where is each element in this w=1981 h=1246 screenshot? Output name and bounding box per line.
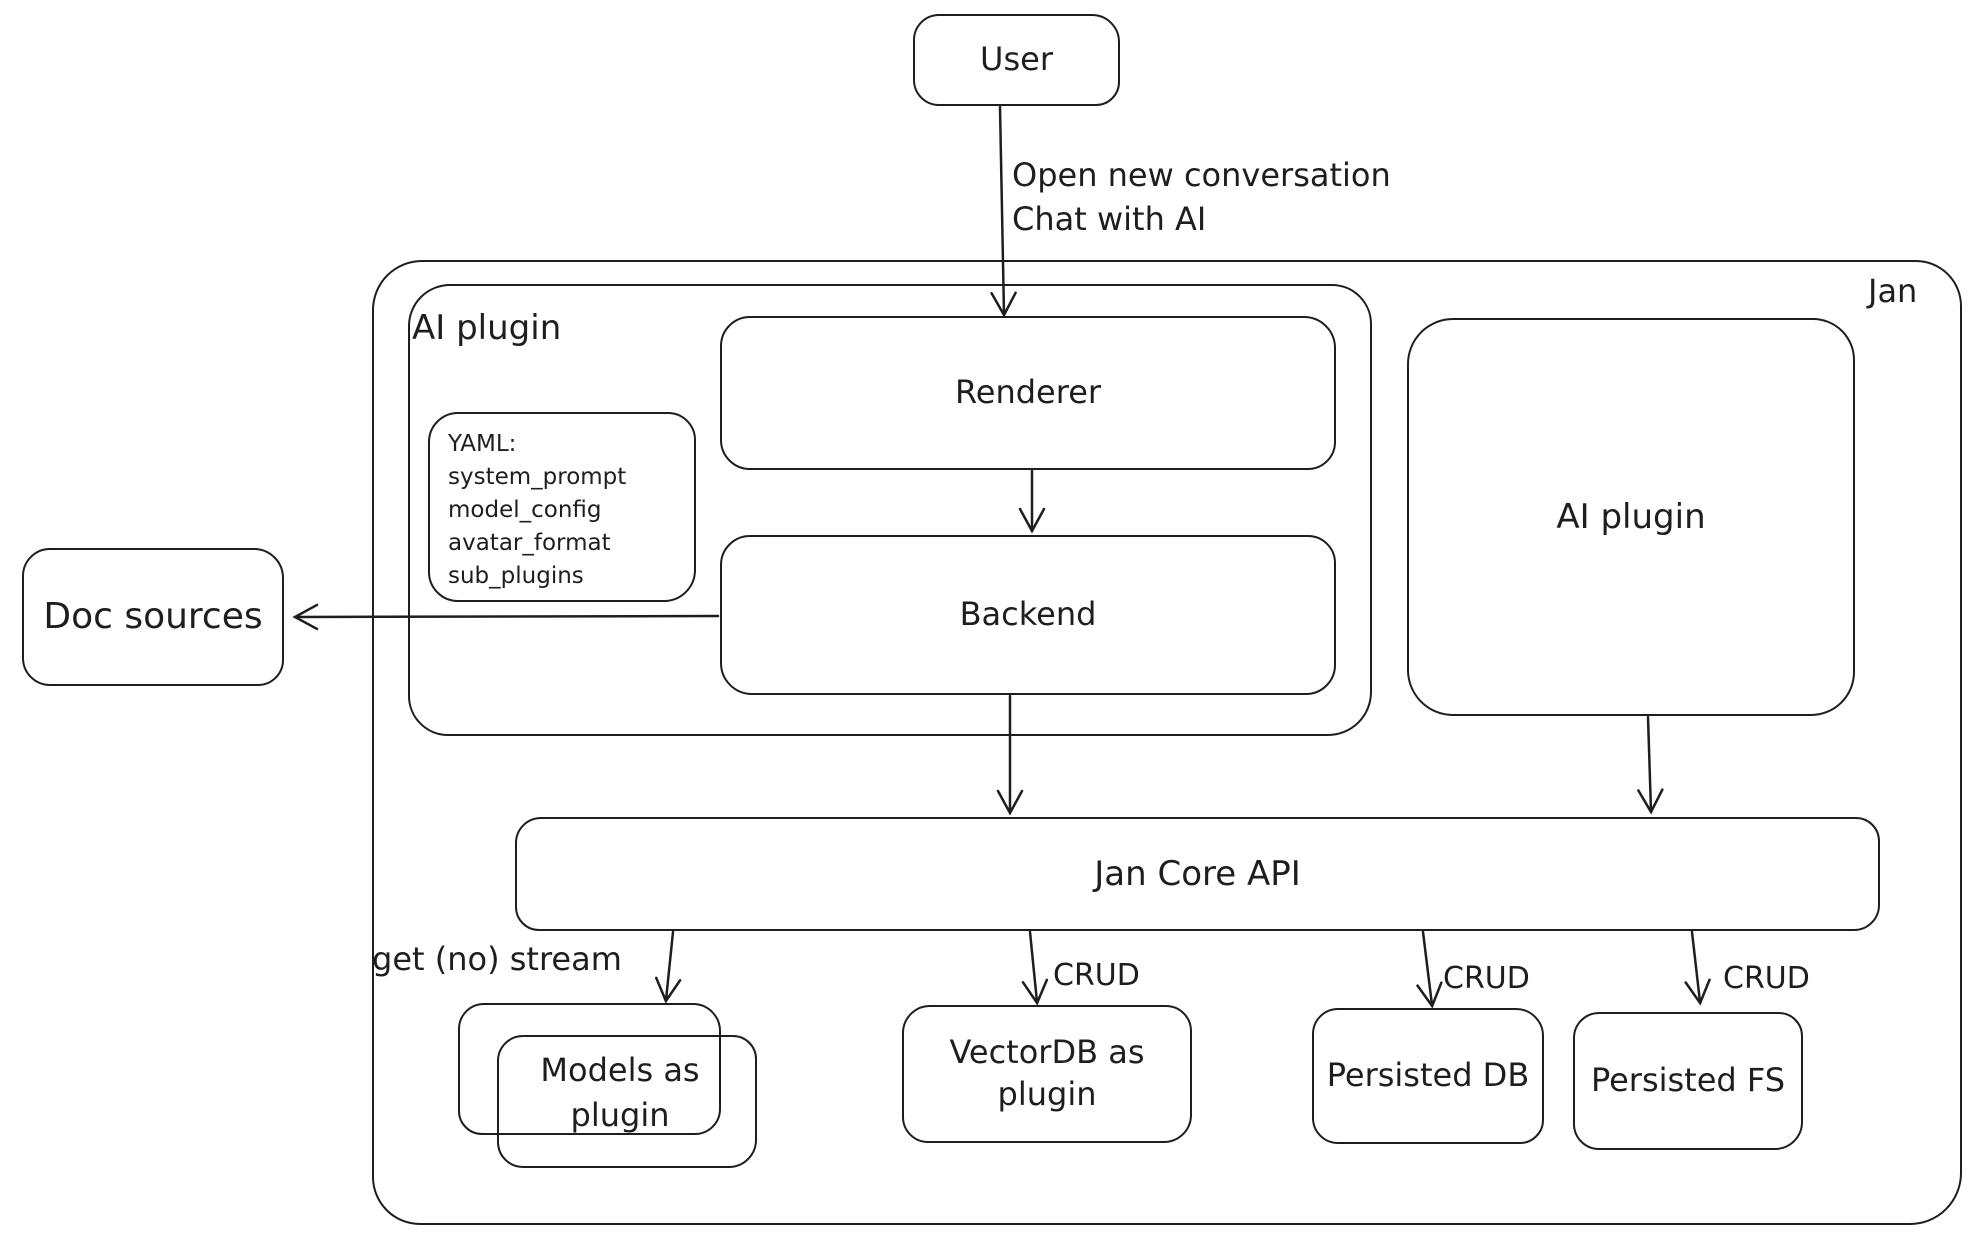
renderer-node: Renderer — [720, 316, 1336, 470]
persisted-db-node: Persisted DB — [1312, 1008, 1544, 1144]
models-as-plugin-node-back — [458, 1003, 721, 1135]
user-node-label: User — [980, 40, 1053, 79]
doc-sources-node-label: Doc sources — [43, 595, 263, 637]
edge-label-get-no-stream: get (no) stream — [372, 940, 622, 978]
jan-core-api-node: Jan Core API — [515, 817, 1880, 931]
user-node: User — [913, 14, 1120, 106]
yaml-config-note: YAML: system_prompt model_config avatar_… — [428, 412, 696, 602]
persisted-fs-node: Persisted FS — [1573, 1012, 1803, 1150]
jan-container-label: Jan — [1868, 272, 1918, 310]
ai-plugin-right-node: AI plugin — [1407, 318, 1855, 716]
yaml-note-line: avatar_format — [448, 530, 611, 556]
persisted-db-node-label: Persisted DB — [1326, 1056, 1530, 1095]
edge-label-crud-vectordb: CRUD — [1053, 958, 1140, 993]
yaml-note-line: YAML: — [448, 431, 517, 457]
yaml-note-line: model_config — [448, 497, 602, 523]
edge-label-crud-persisted-fs: CRUD — [1723, 961, 1810, 996]
yaml-note-line: sub_plugins — [448, 563, 584, 589]
edge-label-chat-with-ai: Chat with AI — [1012, 200, 1207, 238]
edge-label-crud-persisted-db: CRUD — [1443, 961, 1530, 996]
vectordb-as-plugin-node: VectorDB as plugin — [902, 1005, 1192, 1143]
yaml-note-line: system_prompt — [448, 464, 627, 490]
doc-sources-node: Doc sources — [22, 548, 284, 686]
ai-plugin-right-node-label: AI plugin — [1556, 496, 1706, 537]
models-as-plugin-node — [497, 1035, 757, 1168]
backend-node: Backend — [720, 535, 1336, 695]
models-as-plugin-node-label: Models as plugin — [540, 1051, 700, 1134]
vectordb-as-plugin-node-label: VectorDB as plugin — [949, 1033, 1145, 1113]
backend-node-label: Backend — [959, 595, 1097, 634]
persisted-fs-node-label: Persisted FS — [1590, 1061, 1786, 1100]
ai-plugin-container-label: AI plugin — [412, 308, 562, 348]
renderer-node-label: Renderer — [954, 373, 1102, 412]
edge-label-open-conversation: Open new conversation — [1012, 156, 1391, 194]
ai-plugin-container — [408, 284, 1372, 736]
jan-core-api-node-label: Jan Core API — [1094, 853, 1301, 894]
jan-container — [372, 260, 1962, 1225]
